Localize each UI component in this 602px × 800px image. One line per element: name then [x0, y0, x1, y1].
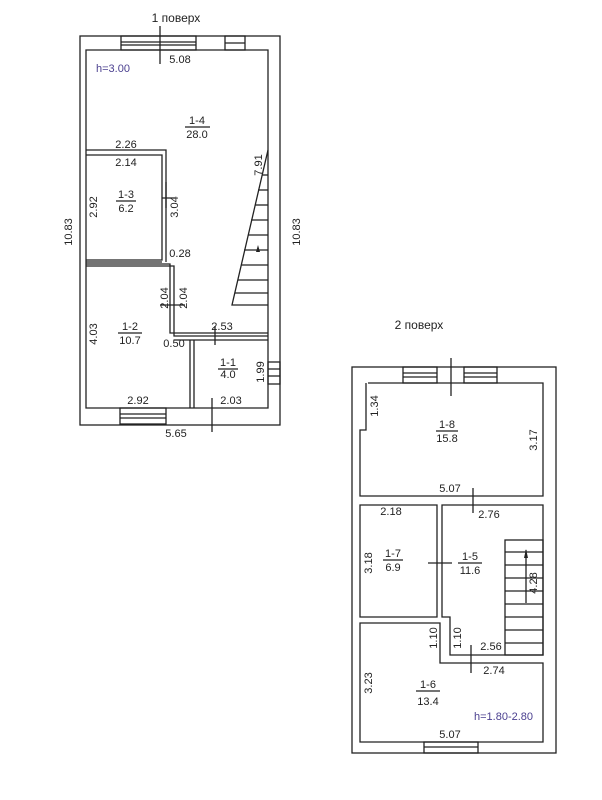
dimension-label: 2.04: [159, 287, 171, 308]
floor-2-title: 2 поверх: [395, 318, 444, 332]
floor-1-outer-wall: [79, 35, 281, 426]
wall-line: [402, 366, 438, 384]
room-id: 1-6: [420, 679, 436, 691]
dimension-label: 1.34: [369, 395, 381, 416]
dimension-label: 2.14: [115, 157, 136, 169]
wall-line: [463, 366, 498, 384]
floor-1-inner-wall: [85, 49, 269, 409]
room-area: 6.9: [385, 562, 400, 574]
dimension-label: 5.65: [165, 428, 186, 440]
stairs-arrow-icon: [524, 549, 528, 558]
dimension-label: 4.03: [88, 323, 100, 344]
dimension-label: 3.23: [363, 672, 375, 693]
room-area: 4.0: [220, 369, 235, 381]
dimension-label: 1.10: [452, 627, 464, 648]
room-area: 6.2: [118, 203, 133, 215]
room-1-3-walls: [86, 149, 167, 263]
wall-line: [231, 149, 269, 306]
room-id: 1-5: [462, 551, 478, 563]
floor-2-plan: 2 поверх h=1.80-2.80 1-8 15.8 1-7 6: [351, 318, 557, 754]
room-1-2-walls: [86, 263, 268, 337]
room-1-6-walls: [359, 622, 544, 743]
dimension-label: 0.50: [163, 338, 184, 350]
stairs-arrow-icon: [256, 245, 260, 252]
room-id: 1-2: [122, 321, 138, 333]
room-1-7-walls: [359, 504, 438, 618]
dimension-label: 1.99: [255, 361, 267, 382]
dimension-label: 2.76: [478, 509, 499, 521]
windows: [119, 35, 281, 425]
room-area: 10.7: [119, 335, 140, 347]
dimension-label: 2.92: [127, 395, 148, 407]
room-id: 1-4: [189, 115, 205, 127]
dimension-label: 2.56: [480, 641, 501, 653]
dimension-label: 2.03: [220, 395, 241, 407]
floor-2-height: h=1.80-2.80: [474, 711, 533, 723]
dimension-label: 3.04: [169, 196, 181, 217]
floor-1-height: h=3.00: [96, 63, 130, 75]
room-id: 1-1: [220, 357, 236, 369]
floor-2-stairs: [504, 539, 544, 656]
dimension-label: 2.04: [178, 287, 190, 308]
wall-line: [162, 182, 175, 208]
dimension-label: 5.07: [439, 729, 460, 741]
dimension-label: 3.17: [528, 429, 540, 450]
room-1-8-walls: [359, 382, 544, 497]
room-id: 1-3: [118, 189, 134, 201]
wall-line: [504, 539, 544, 656]
dimension-label: 2.74: [483, 665, 504, 677]
dimension-label: 3.18: [363, 552, 375, 573]
dimension-label: 5.08: [169, 54, 190, 66]
room-area: 11.6: [460, 565, 481, 577]
dimension-label: 10.83: [63, 218, 75, 246]
room-area: 28.0: [186, 129, 207, 141]
room-id: 1-7: [385, 548, 401, 560]
room-area: 15.8: [436, 433, 457, 445]
dimension-label: 2.53: [211, 321, 232, 333]
dimension-label: 1.10: [428, 627, 440, 648]
floor-1-plan: 1 поверх h=3.00 1-4 28.0 1-3: [63, 11, 303, 440]
room-1-1-walls: [174, 339, 268, 408]
dimension-label: 2.92: [88, 196, 100, 217]
floor-2-dimensions: 1.34 3.17 5.07 2.18 2.76 3.18 4.28 1.10 …: [363, 395, 540, 741]
floor-1-title: 1 поверх: [152, 11, 201, 25]
wall-line: [120, 35, 197, 51]
wall-line: [267, 361, 281, 385]
wall-line: [119, 407, 167, 425]
dimension-label: 4.28: [528, 572, 540, 593]
room-1-5-walls: [441, 504, 544, 656]
room-area: 13.4: [417, 696, 438, 708]
floor-1-stairs: [231, 149, 269, 306]
dimension-label: 0.28: [169, 248, 190, 260]
room-id: 1-8: [439, 419, 455, 431]
dimension-label: 2.18: [380, 506, 401, 518]
dimension-label: 7.91: [253, 154, 265, 175]
dimension-label: 2.26: [115, 139, 136, 151]
dimension-label: 10.83: [291, 218, 303, 246]
dimension-label: 5.07: [439, 483, 460, 495]
floor-1-dimensions: 5.08 10.83 10.83 5.65 2.26 2.14 2.92 3.0…: [63, 54, 303, 440]
